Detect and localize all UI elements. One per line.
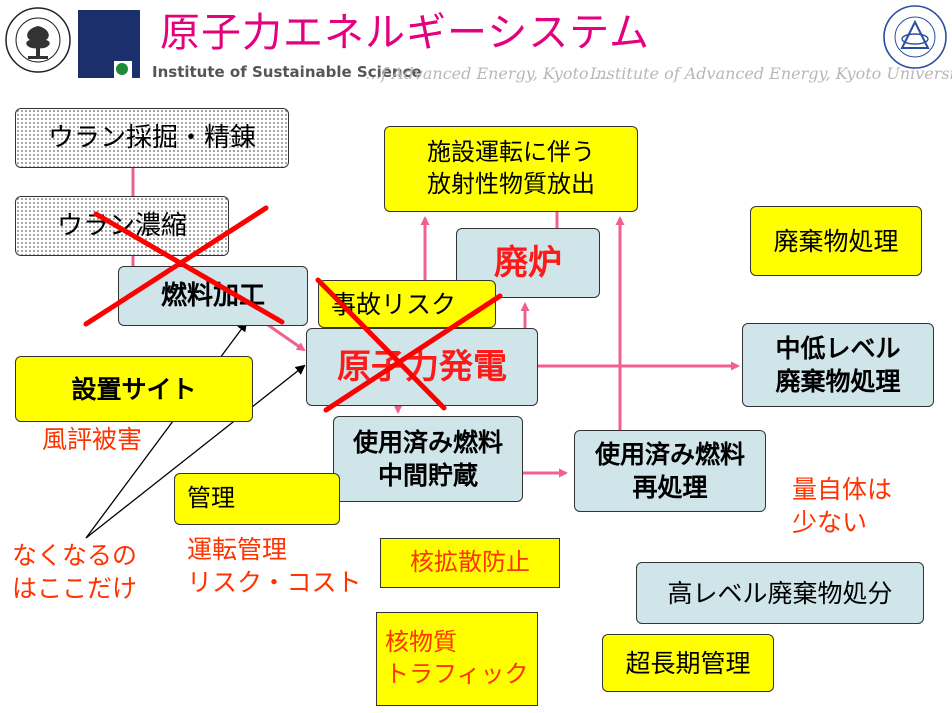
nuclear-power-label: 原子力発電 [337,346,507,387]
box-nonproliferation: 核拡散防止 [380,538,560,588]
watermark-left: …f Advanced Energy, Kyoto … [365,64,610,83]
mid-low-label-line2: 廃棄物処理 [775,367,901,396]
annotation-reputational-damage: 風評被害 [42,425,143,454]
kyoto-university-seal [4,6,72,74]
site-label: 設置サイト [71,374,197,404]
institute-subtitle: Institute of Sustainable Science [152,63,422,81]
page-title: 原子力エネルギーシステム [160,10,650,56]
uranium-mining-label: ウラン採掘・精錬 [47,122,256,153]
spent-storage-label-line2: 中間貯蔵 [377,461,478,490]
nonproliferation-label: 核拡散防止 [410,548,530,577]
annotation-remains: なくなるの はここだけ [12,540,137,605]
box-long-term-management: 超長期管理 [602,634,774,692]
release-label-line2: 放射性物質放出 [427,170,595,198]
spent-storage-label-line1: 使用済み燃料 [352,428,503,457]
annotation-small-volume: 量自体は 少ない [792,474,892,539]
box-nuclear-traffic: 核物質 トラフィック [376,612,538,706]
box-waste-processing: 廃棄物処理 [750,206,922,276]
mid-low-label-line1: 中低レベル [775,334,901,363]
management-label: 管理 [187,484,235,513]
waste-processing-label: 廃棄物処理 [773,226,899,256]
box-uranium-mining: ウラン採掘・精錬 [15,108,289,168]
box-spent-fuel-storage: 使用済み燃料 中間貯蔵 [333,416,523,502]
blue-logo-block [78,10,140,78]
box-nuclear-power: 原子力発電 [306,328,538,406]
hlw-disposal-label: 高レベル廃棄物処分 [667,578,893,608]
box-reprocessing: 使用済み燃料 再処理 [574,430,766,512]
operation-line2: リスク・コスト [187,567,362,597]
remains-line1: なくなるの [12,541,138,570]
box-management: 管理 [174,473,340,525]
watermark-right: Institute of Advanced Energy, Kyoto Univ… [590,64,952,83]
box-radioactive-release: 施設運転に伴う 放射性物質放出 [384,126,638,212]
traffic-label-line2: トラフィック [385,660,529,688]
box-site: 設置サイト [15,356,253,422]
box-uranium-enrichment: ウラン濃縮 [15,196,229,256]
annotation-operation: 運転管理 リスク・コスト [187,534,362,599]
small-volume-line2: 少ない [792,507,868,537]
fuel-fabrication-label: 燃料加工 [160,280,265,311]
release-label-line1: 施設運転に伴う [427,138,595,167]
small-volume-line1: 量自体は [792,475,893,504]
box-mid-low-waste: 中低レベル 廃棄物処理 [742,323,934,407]
box-decommissioning: 廃炉 [456,228,600,298]
reprocessing-label-line1: 使用済み燃料 [594,440,745,469]
decommissioning-label: 廃炉 [494,242,562,283]
traffic-label-line1: 核物質 [385,628,457,657]
reprocessing-label-line2: 再処理 [632,473,708,502]
uranium-enrichment-label: ウラン濃縮 [56,210,187,241]
long-term-label: 超長期管理 [625,648,751,678]
pointer-to-power [85,364,306,539]
operation-line1: 運転管理 [187,535,288,564]
iae-seal [882,4,948,70]
box-hlw-disposal: 高レベル廃棄物処分 [636,562,924,624]
remains-line2: はここだけ [12,573,138,603]
